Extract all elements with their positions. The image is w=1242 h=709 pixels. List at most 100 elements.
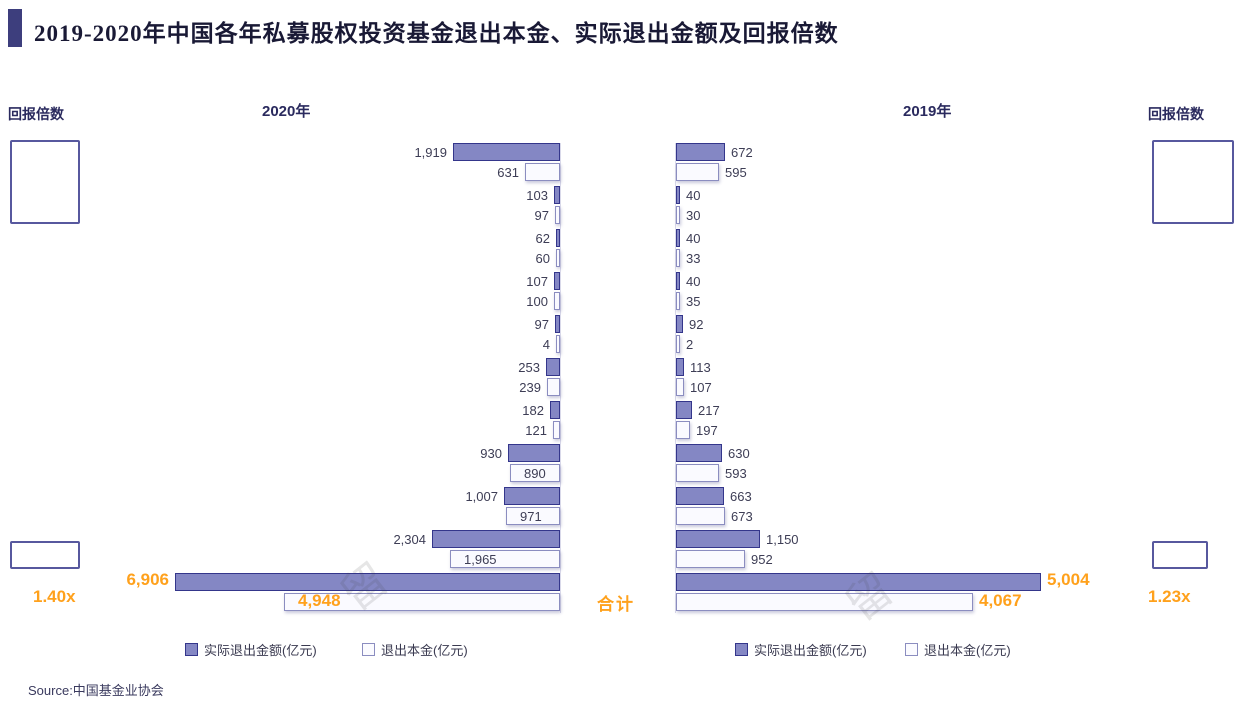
exit-amount-label: 5,004 [1047,570,1090,589]
legend-swatch-amount-icon [735,643,748,656]
chart-2019-title: 2019年 [903,103,952,120]
exit-principal-bar [556,335,560,353]
exit-amount-bar [676,315,683,333]
exit-principal-label: 197 [696,423,718,438]
exit-amount-label: 1,919 [414,145,447,160]
exit-amount-label: 40 [686,188,701,203]
exit-principal-bar [676,163,719,181]
exit-principal-bar [510,464,560,482]
exit-amount-bar [453,143,560,161]
chart-2020-title: 2020年 [262,103,311,120]
exit-principal-bar [676,593,973,611]
exit-amount-label: 6,906 [126,570,169,589]
exit-principal-bar [676,421,690,439]
exit-amount-label: 253 [518,360,540,375]
total-row-label: 合计 [597,595,635,614]
exit-amount-bar [676,186,680,204]
exit-amount-bar [175,573,560,591]
exit-principal-bar [555,206,560,224]
exit-principal-label: 631 [497,165,519,180]
exit-principal-label: 30 [686,208,701,223]
exit-principal-label: 971 [520,509,542,524]
exit-principal-bar [547,378,560,396]
legend-label: 实际退出金额(亿元) [754,643,867,658]
right-multiple-box-top [1152,140,1234,224]
exit-amount-bar [676,573,1041,591]
legend-2019-principal: 退出本金(亿元) [905,640,1011,659]
exit-principal-label: 595 [725,165,747,180]
return-multiple-2019: 1.23x [1148,587,1191,606]
exit-amount-label: 182 [522,403,544,418]
exit-amount-bar [676,530,760,548]
exit-amount-bar [554,186,560,204]
exit-principal-label: 239 [519,380,541,395]
exit-principal-bar [556,249,560,267]
exit-principal-label: 107 [690,380,712,395]
exit-principal-label: 1,965 [464,552,497,567]
exit-amount-bar [676,229,680,247]
right-multiple-header: 回报倍数 [1148,106,1204,122]
exit-amount-label: 40 [686,231,701,246]
exit-amount-label: 92 [689,317,704,332]
exit-amount-label: 40 [686,274,701,289]
left-multiple-box-bottom [10,541,80,569]
right-multiple-box-bottom [1152,541,1208,569]
exit-principal-label: 4,067 [979,591,1022,610]
exit-principal-bar [676,550,745,568]
exit-principal-label: 593 [725,466,747,481]
exit-principal-label: 952 [751,552,773,567]
legend-swatch-amount-icon [185,643,198,656]
exit-amount-bar [555,315,560,333]
exit-amount-bar [676,272,680,290]
exit-amount-label: 663 [730,489,752,504]
exit-amount-bar [554,272,560,290]
exit-amount-label: 672 [731,145,753,160]
exit-amount-bar [550,401,560,419]
legend-label: 退出本金(亿元) [924,643,1011,658]
exit-principal-label: 97 [534,208,549,223]
chart-2020-axis [560,143,561,613]
exit-amount-label: 1,007 [465,489,498,504]
left-multiple-header: 回报倍数 [8,106,64,122]
exit-amount-label: 97 [534,317,549,332]
exit-amount-label: 2,304 [393,532,426,547]
exit-amount-bar [508,444,560,462]
exit-principal-label: 100 [526,294,548,309]
exit-amount-label: 930 [480,446,502,461]
exit-amount-bar [546,358,560,376]
exit-amount-bar [676,444,722,462]
legend-label: 退出本金(亿元) [381,643,468,658]
exit-principal-bar [676,378,684,396]
exit-amount-label: 1,150 [766,532,799,547]
legend-2020-amount: 实际退出金额(亿元) [185,640,317,659]
exit-principal-bar [506,507,560,525]
exit-amount-label: 62 [535,231,550,246]
exit-principal-bar [676,206,680,224]
legend-2019-amount: 实际退出金额(亿元) [735,640,867,659]
legend-swatch-principal-icon [362,643,375,656]
exit-amount-bar [676,487,724,505]
exit-amount-label: 113 [690,360,711,375]
exit-principal-bar [676,249,680,267]
chart-row: 1,919 631 [110,143,560,183]
exit-amount-bar [504,487,560,505]
exit-principal-label: 4 [542,337,550,352]
exit-amount-bar [676,401,692,419]
chart-2019-axis [675,143,676,613]
